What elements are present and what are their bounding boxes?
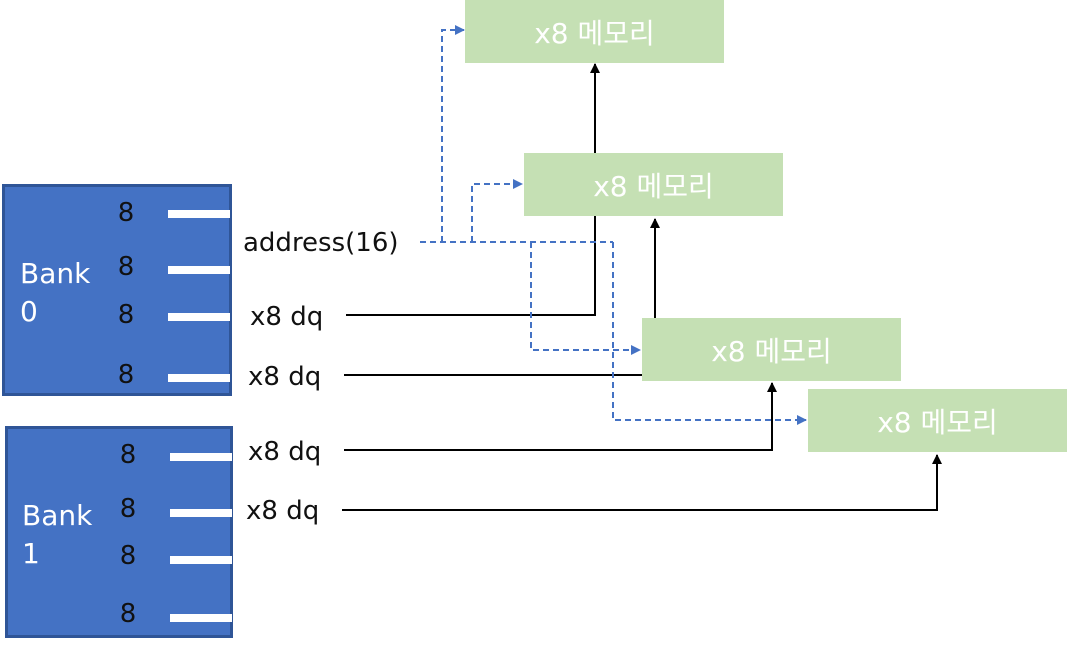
bank-0-lane-width-1: 8 — [117, 198, 135, 228]
bank-1-label: Bank 1 — [22, 499, 93, 570]
dq-line-1 — [346, 63, 600, 316]
address-bus — [420, 25, 807, 425]
bank-0-pin-3 — [168, 313, 230, 321]
memory-chip-1: x8 메모리 — [465, 0, 724, 63]
bank-0-pin-2 — [168, 266, 230, 274]
dq-label-2: x8 dq — [248, 362, 322, 392]
dq-line-3 — [344, 382, 777, 451]
bank-1-pin-2 — [170, 509, 232, 517]
bank-1 — [5, 426, 233, 638]
bank-0-pin-4 — [168, 374, 230, 382]
bank-1-pin-1 — [170, 453, 232, 461]
bank-1-lane-width-4: 8 — [119, 599, 137, 629]
memory-chip-4: x8 메모리 — [808, 389, 1067, 452]
bank-0-pin-1 — [168, 210, 230, 218]
bank-1-lane-width-2: 8 — [119, 494, 137, 524]
bank-0-lane-width-4: 8 — [117, 360, 135, 390]
bank-0-label: Bank 0 — [20, 257, 91, 328]
bank-0 — [2, 184, 232, 396]
dq-line-4 — [342, 454, 942, 511]
address-label: address(16) — [243, 228, 399, 258]
bank-0-lane-width-2: 8 — [117, 252, 135, 282]
bank-1-lane-width-1: 8 — [119, 440, 137, 470]
bank-1-pin-3 — [170, 556, 232, 564]
bank-1-lane-width-3: 8 — [119, 541, 137, 571]
bank-0-lane-width-3: 8 — [117, 300, 135, 330]
memory-chip-3: x8 메모리 — [642, 318, 901, 381]
dq-label-3: x8 dq — [248, 437, 322, 467]
bank-1-pin-4 — [170, 614, 232, 622]
memory-chip-2: x8 메모리 — [524, 153, 783, 216]
dq-label-1: x8 dq — [250, 302, 324, 332]
dq-label-4: x8 dq — [246, 496, 320, 526]
